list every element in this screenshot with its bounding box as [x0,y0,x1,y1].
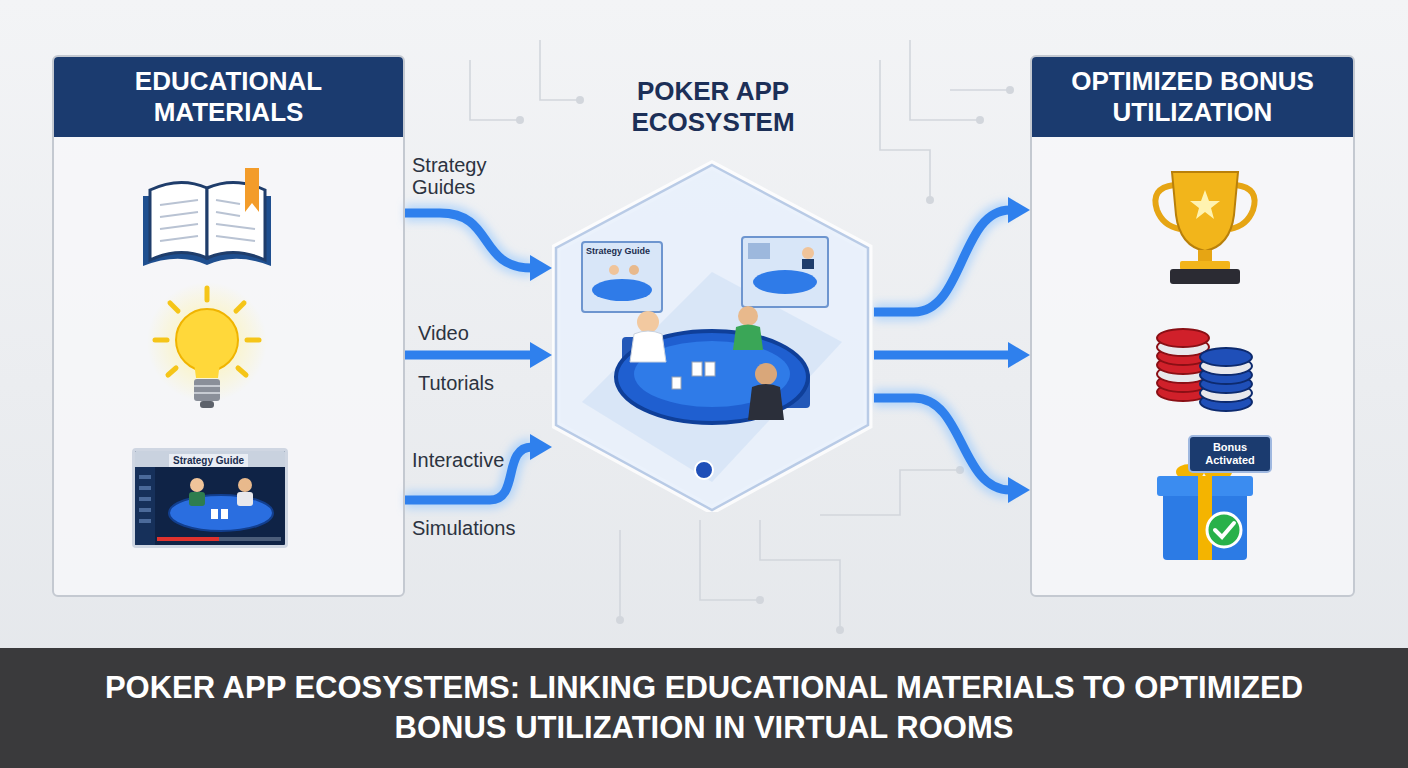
caption: POKER APP ECOSYSTEMS: LINKING EDUCATIONA… [64,668,1344,747]
hexagon-heading: POKER APP ECOSYSTEM [606,76,821,138]
panel-title: EDUCATIONAL MATERIALS [66,66,391,128]
panel-header: OPTIMIZED BONUS UTILIZATION [1032,57,1353,137]
arrowhead [530,255,552,281]
hexagon-node: POKER APP ECOSYSTEM [552,72,874,512]
arrow-glow [874,210,1010,312]
arrowhead [1008,342,1030,368]
flow-arrow [874,398,1030,503]
chips-icon [1157,329,1252,411]
arrow-glow [874,398,1010,490]
caption-band: POKER APP ECOSYSTEMS: LINKING EDUCATIONA… [0,648,1408,768]
book-icon [143,168,271,266]
flow-arrow [405,213,552,281]
arrow-line [874,351,1010,360]
lightbulb-icon [147,282,267,408]
arrowhead [530,434,552,460]
thumbnail-title: Strategy Guide [169,454,248,467]
arrow-glow [405,346,532,364]
panel-box: EDUCATIONAL MATERIALS Strategy Guide [52,55,405,597]
arrowhead [1008,197,1030,223]
arrow-line [405,213,532,268]
arrow-label: Interactive Simulations [412,426,537,562]
arrow-glow [874,346,1010,364]
arrow-line [405,351,532,360]
arrow-line [874,398,1010,490]
arrow-label: Video Tutorials [418,308,518,408]
gift-icon [1157,464,1253,560]
flow-arrow [405,342,552,368]
arrow-label: Strategy Guides [412,154,512,198]
arrowhead [1008,477,1030,503]
bonus-badge: Bonus Activated [1188,435,1272,473]
circuit-lines [470,40,1010,630]
panel-fill [1031,56,1354,596]
panel-box: OPTIMIZED BONUS UTILIZATION Bonus Activat… [1030,55,1355,597]
arrowhead [530,342,552,368]
flow-arrow [874,342,1030,368]
panel-fill [53,56,404,596]
flow-arrow [874,197,1030,312]
panel-title: OPTIMIZED BONUS UTILIZATION [1044,66,1341,128]
arrow-line [874,210,1010,312]
trophy-icon [1155,172,1254,284]
badge-text: Bonus Activated [1190,439,1270,468]
hexagon-illustration [552,72,874,512]
arrow-glow [405,213,532,268]
panel-header: EDUCATIONAL MATERIALS [54,57,403,137]
video-thumbnail: Strategy Guide [132,448,288,548]
circuit-dots [516,86,1014,634]
screen-label: Strategy Guide [586,246,650,256]
